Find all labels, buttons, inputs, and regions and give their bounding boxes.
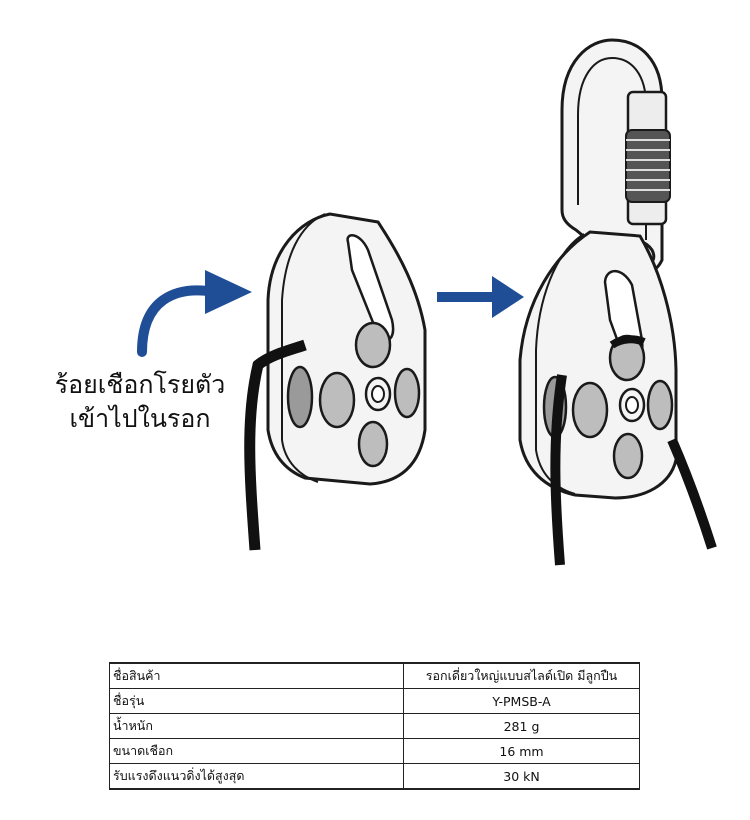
closed-pulley-icon [518,230,678,500]
spec-label: รับแรงดึงแนวดิ่งได้สูงสุด [109,763,404,790]
instruction-line-2: เข้าไปในรอก [69,404,211,433]
instruction-line-1: ร้อยเชือกโรยตัว [54,370,226,399]
open-pulley-icon [266,212,427,486]
rope-right-strand-icon [667,438,717,550]
rope-left-strand-icon [550,374,567,566]
table-row: ชื่อรุ่น Y-PMSB-A [109,688,640,714]
spec-value: Y-PMSB-A [403,688,640,714]
rope-icon [244,339,307,551]
carabiner-icon [560,38,671,276]
rope-over-sheave-icon [609,335,646,349]
spec-label: ชื่อสินค้า [109,662,404,689]
spec-value: รอกเดี่ยวใหญ่แบบสไลด์เปิด มีลูกปืน [403,662,640,689]
spec-value: 281 g [403,713,640,739]
spec-label: ขนาดเชือก [109,738,404,764]
table-row: ชื่อสินค้า รอกเดี่ยวใหญ่แบบสไลด์เปิด มีล… [109,662,640,689]
spec-value: 16 mm [403,738,640,764]
spec-label: น้ำหนัก [109,713,404,739]
spec-value: 30 kN [403,763,640,790]
pulley-illustration [137,38,717,566]
spec-table: ชื่อสินค้า รอกเดี่ยวใหญ่แบบสไลด์เปิด มีล… [109,662,640,790]
table-row: รับแรงดึงแนวดิ่งได้สูงสุด 30 kN [109,763,640,790]
curved-arrow-icon [137,270,252,357]
spec-label: ชื่อรุ่น [109,688,404,714]
right-arrow-icon [437,276,524,318]
table-row: น้ำหนัก 281 g [109,713,640,739]
table-row: ขนาดเชือก 16 mm [109,738,640,764]
threading-instruction: ร้อยเชือกโรยตัว เข้าไปในรอก [30,368,250,436]
